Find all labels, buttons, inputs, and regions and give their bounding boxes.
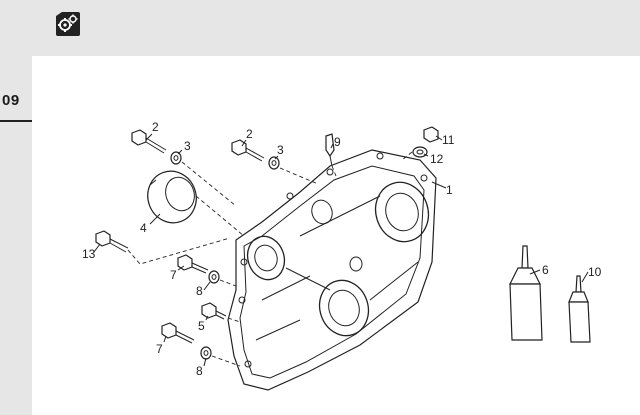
callout-3-left: 3 <box>184 139 191 153</box>
callout-7-lower: 7 <box>156 342 163 356</box>
seal-ring-4 <box>147 170 197 224</box>
section-number: 09 <box>2 92 20 109</box>
callout-2-left: 2 <box>152 120 159 134</box>
callout-4: 4 <box>140 221 147 235</box>
bolt-13 <box>95 230 129 253</box>
callout-12: 12 <box>430 152 444 166</box>
sealant-tube-10 <box>568 275 591 343</box>
callout-2-right: 2 <box>246 127 253 141</box>
bolt-2-right <box>231 139 265 162</box>
callout-13: 13 <box>82 247 96 261</box>
washer-3-left <box>170 151 182 165</box>
assembly-dashed-lines <box>127 151 413 367</box>
sealant-tube-6 <box>509 245 543 341</box>
callout-8-lower: 8 <box>196 364 203 378</box>
seal-washer-12 <box>412 146 428 158</box>
washer-8-lower <box>200 346 212 360</box>
header-band <box>0 0 640 56</box>
callout-1: 1 <box>446 183 453 197</box>
washer-8-upper <box>208 270 220 284</box>
callout-6: 6 <box>542 263 549 277</box>
timing-gear-housing <box>227 149 437 391</box>
fitting-9 <box>325 133 335 167</box>
callout-10: 10 <box>588 265 602 279</box>
callout-7-upper: 7 <box>170 268 177 282</box>
section-tab-underline <box>0 120 32 122</box>
callout-8-upper: 8 <box>196 284 203 298</box>
callout-9: 9 <box>334 135 341 149</box>
bolt-7-upper <box>177 254 209 274</box>
callout-3-right: 3 <box>277 143 284 157</box>
callout-leaders <box>93 133 589 367</box>
bolt-5 <box>201 302 227 320</box>
bolt-7-lower <box>161 322 195 344</box>
bolt-2-left <box>131 129 167 154</box>
section-tab <box>0 84 32 122</box>
callout-5: 5 <box>198 319 205 333</box>
washer-3-right <box>268 156 280 170</box>
plug-11 <box>423 126 439 143</box>
gears-icon <box>56 12 80 36</box>
callout-11: 11 <box>442 133 455 147</box>
